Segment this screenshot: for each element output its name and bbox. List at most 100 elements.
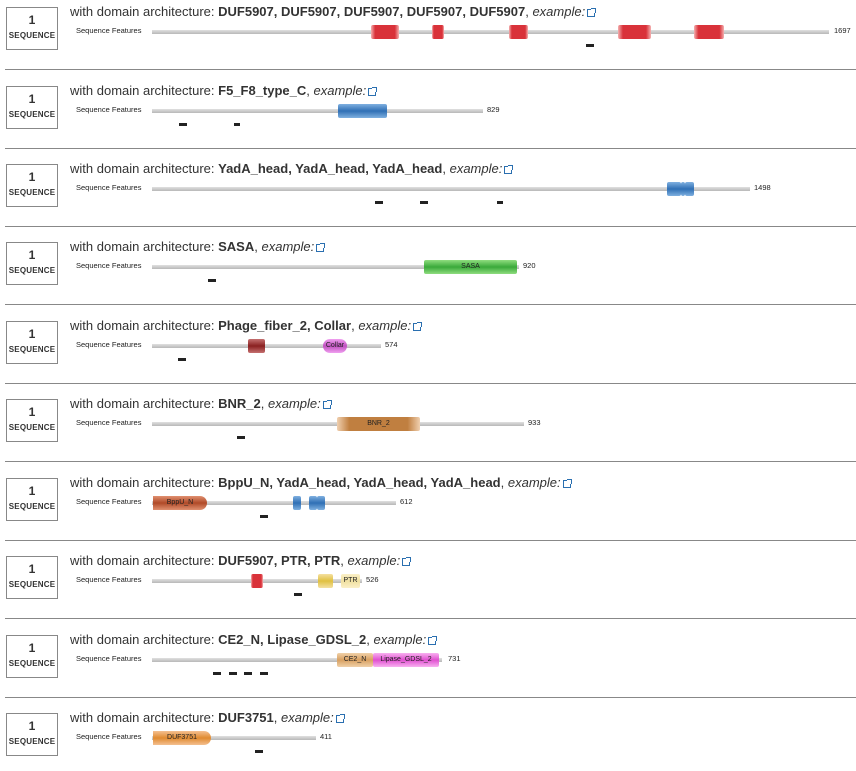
feature-marker[interactable]	[244, 672, 252, 675]
domain-collar[interactable]: Collar	[323, 339, 347, 353]
domain-list: CE2_N, Lipase_GDSL_2	[218, 632, 367, 647]
domain-sasa[interactable]: SASA	[424, 260, 517, 274]
feature-marker[interactable]	[294, 593, 302, 596]
sequence-count: 1	[28, 92, 36, 106]
sequence-count-button[interactable]: 1 SEQUENCE	[6, 242, 58, 285]
external-link-icon[interactable]	[428, 636, 438, 645]
domain-ptr[interactable]	[318, 574, 333, 588]
heading-prefix: with domain architecture:	[70, 475, 219, 490]
external-link-icon[interactable]	[368, 87, 378, 96]
feature-marker[interactable]	[213, 672, 221, 675]
sequence-count-button[interactable]: 1 SEQUENCE	[6, 713, 58, 756]
example-link[interactable]: example:	[358, 318, 412, 333]
sequence-count-button[interactable]: 1 SEQUENCE	[6, 86, 58, 129]
sequence-length: 526	[366, 575, 379, 584]
example-link[interactable]: example:	[507, 475, 561, 490]
domain-duf5907[interactable]	[694, 25, 724, 39]
heading-prefix: with domain architecture:	[70, 239, 219, 254]
sequence-count-button[interactable]: 1 SEQUENCE	[6, 7, 58, 50]
domain-ce2-n[interactable]: CE2_N	[337, 653, 373, 667]
domain-yada-head[interactable]	[293, 496, 301, 510]
example-link[interactable]: example:	[373, 632, 427, 647]
feature-marker[interactable]	[229, 672, 237, 675]
sequence-track	[152, 344, 381, 348]
external-link-icon[interactable]	[316, 243, 326, 252]
domain-yada-head[interactable]	[309, 496, 317, 510]
domain-list: BNR_2	[218, 396, 261, 411]
feature-marker[interactable]	[179, 123, 187, 126]
feature-marker[interactable]	[178, 358, 186, 361]
feature-marker[interactable]	[234, 123, 240, 126]
sequence-count-button[interactable]: 1 SEQUENCE	[6, 399, 58, 442]
sequence-count-button[interactable]: 1 SEQUENCE	[6, 635, 58, 678]
example-link[interactable]: example:	[313, 83, 367, 98]
example-link[interactable]: example:	[532, 4, 586, 19]
sequence-count: 1	[28, 562, 36, 576]
sequence-count-button[interactable]: 1 SEQUENCE	[6, 478, 58, 521]
architecture-heading: with domain architecture: SASA, example:	[70, 239, 326, 255]
feature-marker[interactable]	[260, 515, 268, 518]
sequence-count: 1	[28, 484, 36, 498]
domain-duf5907[interactable]	[618, 25, 651, 39]
sequence-count: 1	[28, 248, 36, 262]
external-link-icon[interactable]	[402, 557, 412, 566]
example-link[interactable]: example:	[281, 710, 334, 725]
feature-marker[interactable]	[255, 750, 263, 753]
domain-list: Phage_fiber_2, Collar	[218, 318, 352, 333]
external-link-icon[interactable]	[587, 8, 597, 17]
feature-marker[interactable]	[208, 279, 216, 282]
sequence-label: SEQUENCE	[8, 659, 56, 668]
feature-marker[interactable]	[586, 44, 594, 47]
feature-marker[interactable]	[497, 201, 503, 204]
sequence-features-label: Sequence Features	[76, 418, 142, 427]
domain-ptr[interactable]: PTR	[341, 574, 360, 588]
architecture-heading: with domain architecture: F5_F8_type_C, …	[70, 83, 378, 99]
domain-duf3751[interactable]: DUF3751	[153, 731, 211, 745]
sequence-track	[152, 109, 483, 113]
feature-marker[interactable]	[420, 201, 428, 204]
external-link-icon[interactable]	[322, 400, 332, 409]
sequence-length: 574	[385, 340, 398, 349]
architecture-heading: with domain architecture: YadA_head, Yad…	[70, 161, 514, 177]
domain-yada-head[interactable]	[667, 182, 681, 196]
sequence-count: 1	[28, 719, 36, 733]
domain-yada-head[interactable]	[317, 496, 325, 510]
sequence-count-button[interactable]: 1 SEQUENCE	[6, 321, 58, 364]
domain-duf5907[interactable]	[251, 574, 263, 588]
feature-marker[interactable]	[260, 672, 268, 675]
sequence-features-label: Sequence Features	[76, 105, 142, 114]
sequence-label: SEQUENCE	[8, 737, 56, 746]
sequence-length: 612	[400, 497, 413, 506]
sequence-count-button[interactable]: 1 SEQUENCE	[6, 164, 58, 207]
sequence-length: 411	[320, 732, 332, 741]
heading-prefix: with domain architecture:	[70, 318, 219, 333]
feature-marker[interactable]	[375, 201, 383, 204]
example-link[interactable]: example:	[347, 553, 401, 568]
domain-phage-fiber-2[interactable]	[248, 339, 265, 353]
feature-marker[interactable]	[237, 436, 245, 439]
example-link[interactable]: example:	[261, 239, 315, 254]
example-link[interactable]: example:	[449, 161, 503, 176]
domain-list: DUF5907, PTR, PTR	[218, 553, 341, 568]
external-link-icon[interactable]	[413, 322, 423, 331]
domain-yada-head[interactable]	[685, 182, 694, 196]
sequence-count-button[interactable]: 1 SEQUENCE	[6, 556, 58, 599]
row-divider	[5, 461, 856, 462]
external-link-icon[interactable]	[562, 479, 572, 488]
example-link[interactable]: example:	[267, 396, 321, 411]
sequence-track	[152, 30, 829, 34]
domain-duf5907[interactable]	[509, 25, 528, 39]
external-link-icon[interactable]	[335, 714, 345, 723]
domain-lipase-gdsl-2[interactable]: Lipase_GDSL_2	[373, 653, 439, 667]
external-link-icon[interactable]	[504, 165, 514, 174]
domain-duf5907[interactable]	[371, 25, 399, 39]
row-divider	[5, 697, 856, 698]
domain-f5-f8-type-c[interactable]	[338, 104, 387, 118]
domain-bppu-n[interactable]: BppU_N	[153, 496, 207, 510]
domain-yada-head[interactable]	[681, 182, 685, 196]
domain-duf5907[interactable]	[432, 25, 444, 39]
sequence-length: 920	[523, 261, 536, 270]
domain-list: YadA_head, YadA_head, YadA_head	[218, 161, 443, 176]
sequence-features-label: Sequence Features	[76, 261, 142, 270]
domain-bnr-2[interactable]: BNR_2	[337, 417, 420, 431]
